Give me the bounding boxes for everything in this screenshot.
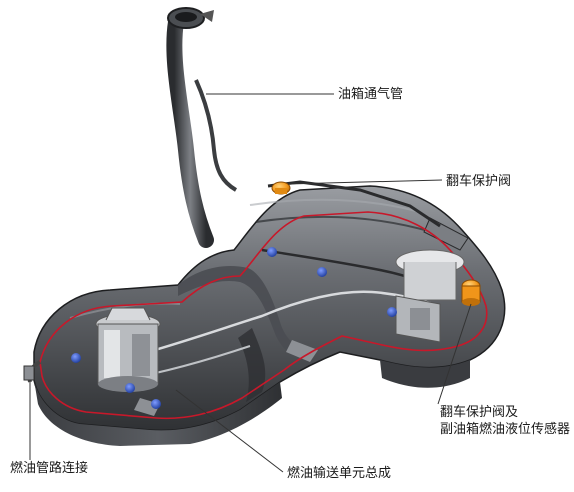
leader-delivery-unit: [175, 389, 284, 473]
rollover-valve-top-icon: [271, 181, 291, 195]
leader-rollover-top: [287, 179, 443, 185]
callout-fuel-line-connection: 燃油管路连接: [10, 461, 89, 476]
callout-rollover-sensor: 翻车保护阀及 副油箱燃油液位传感器: [440, 404, 570, 438]
callout-rollover-sensor-line2: 副油箱燃油液位传感器: [440, 422, 571, 437]
leader-rollover-sensor: [437, 303, 472, 405]
fuel-line-connector: [23, 360, 41, 383]
vent-pipe: [194, 79, 238, 192]
rollover-valve-right-icon: [461, 279, 481, 306]
callout-fuel-delivery-unit: 燃油输送单元总成: [287, 466, 392, 481]
leader-lines: [29, 93, 472, 473]
callout-vent-pipe: 油箱通气管: [338, 87, 404, 102]
filler-neck: [166, 7, 214, 248]
callout-rollover-sensor-line1: 翻车保护阀及: [440, 405, 519, 420]
fuel-delivery-unit: [95, 307, 161, 392]
cutaway-outline: [39, 211, 488, 420]
callout-rollover-valve: 翻车保护阀: [446, 174, 512, 189]
level-sensor-unit: [395, 249, 465, 343]
blue-connector-icons: [71, 247, 397, 409]
